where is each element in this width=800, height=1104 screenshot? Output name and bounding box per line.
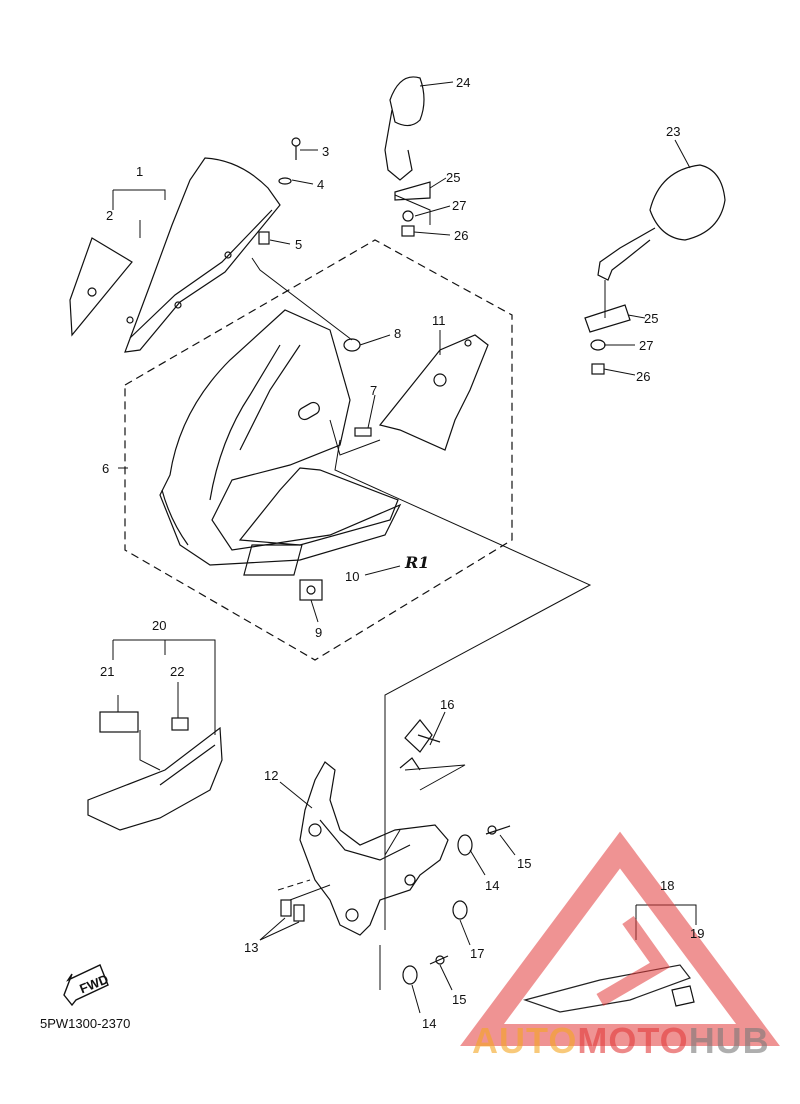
callout-14a: 14 (485, 878, 499, 893)
watermark-part-1: AUTO (472, 1020, 578, 1061)
callout-9: 9 (315, 625, 322, 640)
watermark-part-2: MOTO (577, 1020, 689, 1061)
callout-14b: 14 (422, 1016, 436, 1031)
mirror-left (389, 76, 425, 127)
callout-11: 11 (432, 313, 446, 328)
nut-9 (299, 579, 323, 601)
pad-7 (354, 427, 372, 437)
callout-4: 4 (317, 177, 324, 192)
callout-7: 7 (370, 383, 377, 398)
washer (278, 177, 292, 185)
callout-15a: 15 (517, 856, 531, 871)
callout-23: 23 (666, 124, 680, 139)
watermark-text: AUTOMOTOHUB (472, 1020, 770, 1062)
callout-26b: 26 (636, 369, 650, 384)
upper-cowling (159, 309, 402, 566)
callout-25a: 25 (446, 170, 460, 185)
grommet (258, 231, 270, 245)
damper-plate (69, 237, 133, 337)
callout-27a: 27 (452, 198, 466, 213)
callout-5: 5 (295, 237, 302, 252)
cowling-stay (299, 761, 449, 936)
callout-20: 20 (152, 618, 166, 633)
callout-15b: 15 (452, 992, 466, 1007)
callout-18: 18 (660, 878, 674, 893)
mirror-right (649, 164, 726, 241)
inner-panel-assembly (87, 726, 223, 831)
inner-panel (378, 334, 489, 451)
screw (291, 137, 301, 147)
assembly-boundary (124, 239, 513, 661)
callout-25b: 25 (644, 311, 658, 326)
callout-10: 10 (345, 569, 359, 584)
callout-1: 1 (136, 164, 143, 179)
badge-10 (243, 544, 303, 576)
nut-22 (171, 717, 189, 731)
callout-3: 3 (322, 144, 329, 159)
badge-text: R1 (404, 553, 429, 572)
clip-8 (343, 338, 361, 352)
watermark-logo (460, 831, 780, 1046)
callout-12: 12 (264, 768, 278, 783)
callout-6: 6 (102, 461, 109, 476)
windscreen (124, 157, 281, 353)
callout-24: 24 (456, 75, 470, 90)
callout-22: 22 (170, 664, 184, 679)
callout-2: 2 (106, 208, 113, 223)
callout-16: 16 (440, 697, 454, 712)
callout-27b: 27 (639, 338, 653, 353)
callout-19: 19 (690, 926, 704, 941)
callout-21: 21 (100, 664, 114, 679)
fwd-arrow-icon: FWD (63, 964, 110, 1007)
callout-8: 8 (394, 326, 401, 341)
watermark-part-3: HUB (688, 1020, 770, 1061)
pad-21 (99, 711, 139, 733)
diagram-code: 5PW1300-2370 (40, 1016, 131, 1031)
callout-13: 13 (244, 940, 258, 955)
callout-17: 17 (470, 946, 484, 961)
callout-26a: 26 (454, 228, 468, 243)
